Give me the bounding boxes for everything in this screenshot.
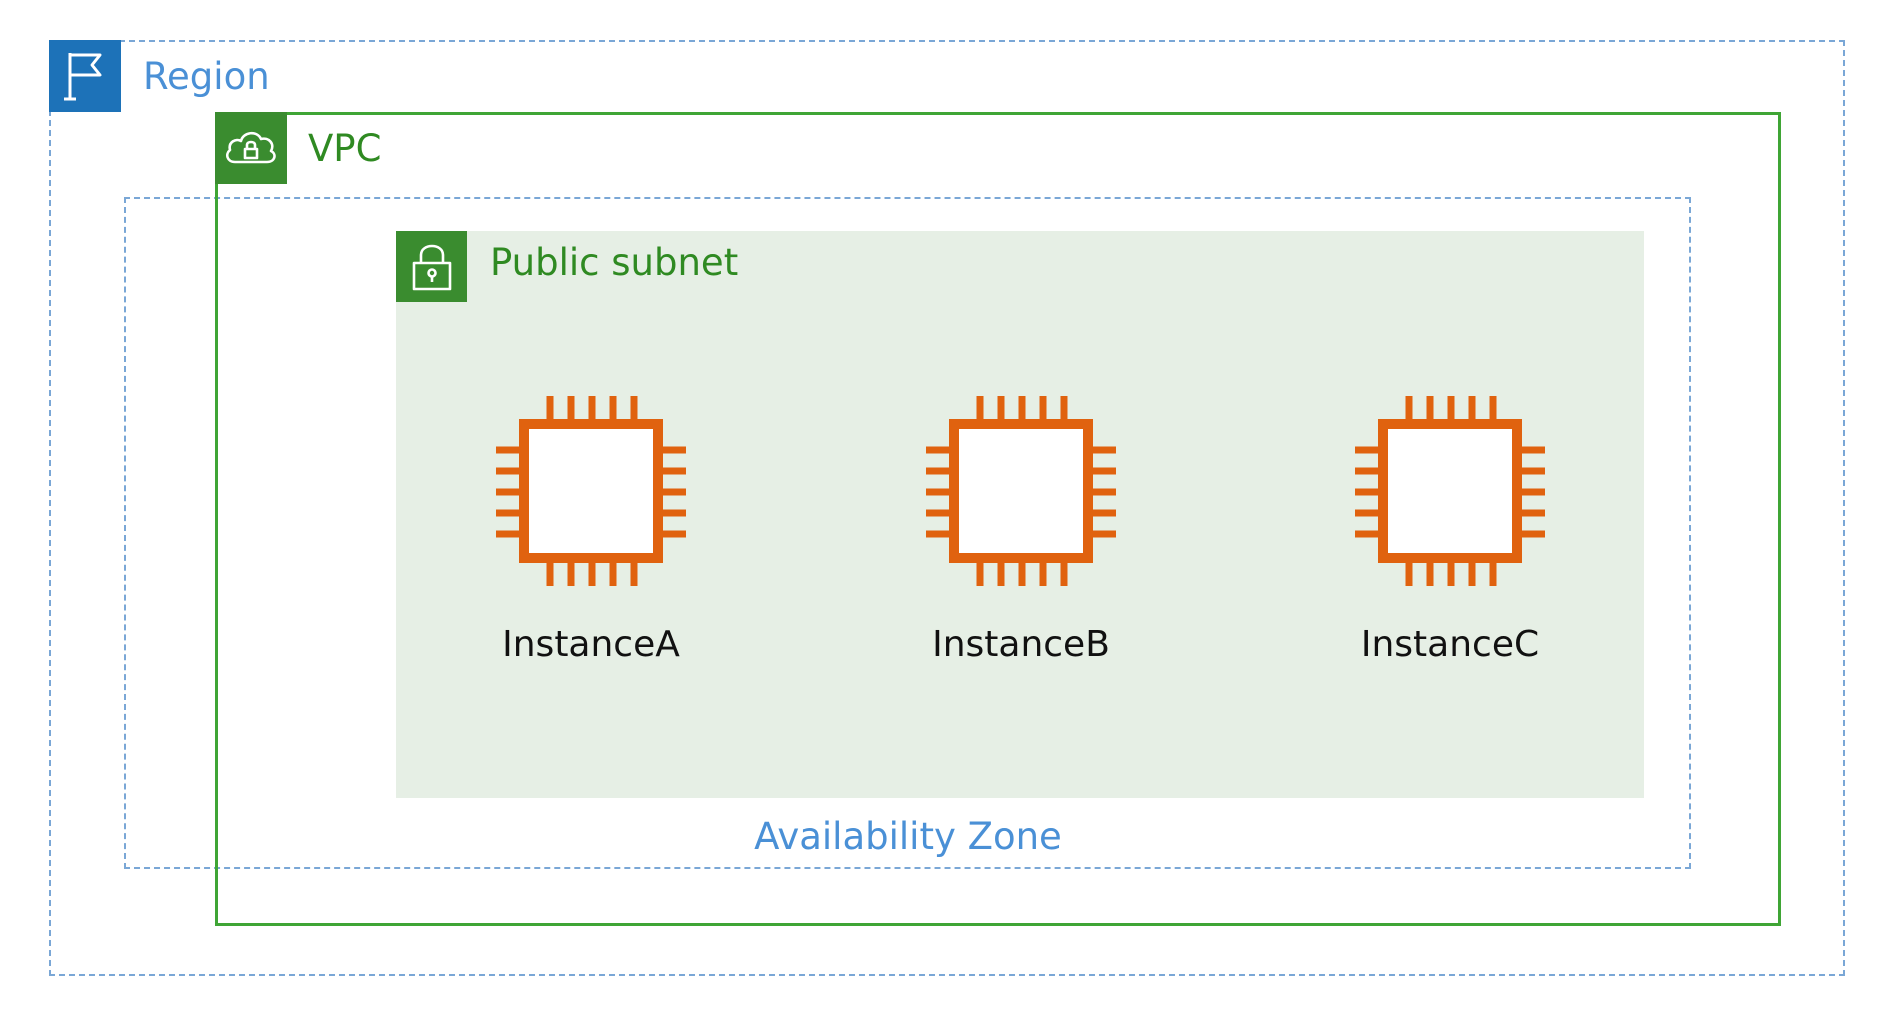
region-boundary <box>49 40 1845 976</box>
region-label: Region <box>143 55 270 98</box>
instance-a: InstanceA <box>481 396 701 665</box>
subnet-badge <box>396 231 467 302</box>
instance-label: InstanceC <box>1360 624 1540 665</box>
flag-icon <box>64 53 102 101</box>
ec2-chip-icon <box>1355 396 1545 586</box>
availability-zone-label: Availability Zone <box>754 815 1062 858</box>
ec2-chip-icon <box>496 396 686 586</box>
instance-b: InstanceB <box>911 396 1131 665</box>
instance-label: InstanceB <box>932 624 1110 665</box>
ec2-chip-icon <box>926 396 1116 586</box>
vpc-label: VPC <box>308 127 382 170</box>
padlock-icon <box>412 244 451 290</box>
instance-label: InstanceA <box>502 624 680 665</box>
availability-zone-boundary <box>124 197 1691 869</box>
instance-c: InstanceC <box>1340 396 1560 665</box>
subnet-label: Public subnet <box>490 241 739 284</box>
cloud-lock-icon <box>225 131 276 164</box>
vpc-badge <box>215 112 287 184</box>
region-badge <box>49 40 121 112</box>
vpc-boundary <box>215 112 1781 926</box>
